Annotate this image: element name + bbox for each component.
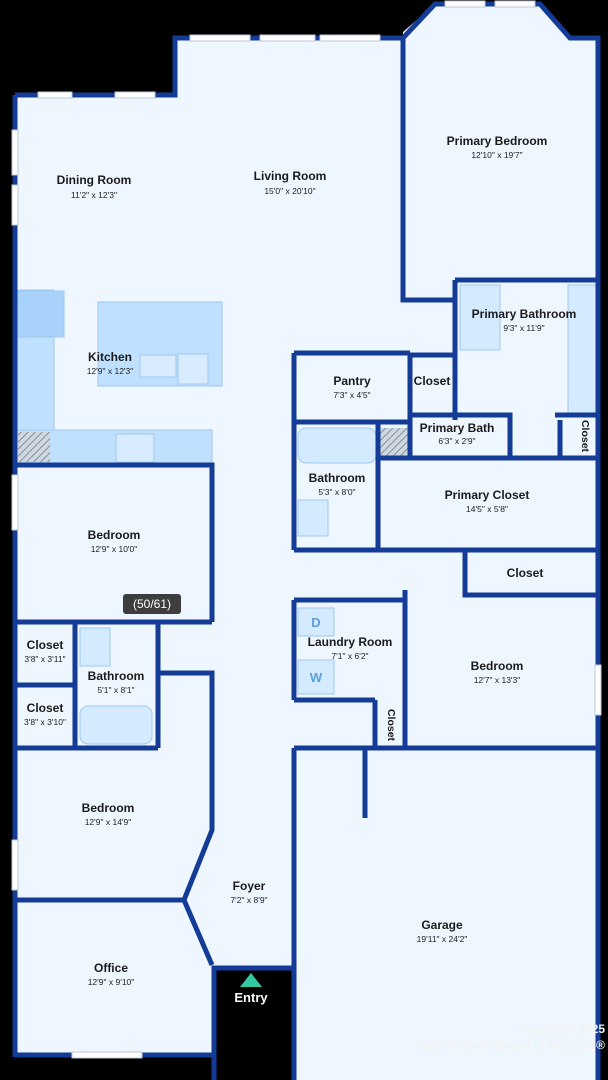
primary-bedroom-dims: 12'10" x 19'7"	[471, 150, 522, 160]
bathroom-hall-dims: 5'3" x 8'0"	[318, 487, 355, 497]
primary-vanity-icon	[567, 284, 597, 416]
dining-room-name: Dining Room	[57, 173, 132, 187]
bedroom-1-name: Bedroom	[88, 528, 141, 542]
washer-icon	[297, 659, 335, 695]
primary-closet-dims: 14'5" x 5'8"	[466, 504, 508, 514]
windows	[11, 0, 602, 1059]
bathtub-hall-icon	[297, 427, 377, 464]
closet-pantry-name: Closet	[414, 374, 451, 388]
copyright-line-1: Copyright 2025	[518, 1022, 605, 1036]
room-bedroom-1: Bedroom 12'9" x 10'0"	[88, 528, 141, 554]
room-pantry: Pantry 7'3" x 4'5"	[333, 374, 371, 400]
room-closet-2: Closet 3'8" x 3'10"	[24, 701, 66, 727]
primary-shower-icon	[459, 284, 501, 351]
living-room-name: Living Room	[254, 169, 327, 183]
vanity-small-icon	[79, 627, 111, 667]
room-bedroom-right: Bedroom 12'7" x 13'3"	[471, 659, 524, 685]
closet-1-dims: 3'8" x 3'11"	[24, 654, 65, 664]
primary-bath-name: Primary Bath	[420, 421, 495, 435]
closet-right-name: Closet	[507, 566, 544, 580]
room-dining: Dining Room 11'2" x 12'3"	[57, 173, 132, 200]
primary-bathroom-name: Primary Bathroom	[472, 307, 577, 321]
room-primary-bedroom: Primary Bedroom 12'10" x 19'7"	[447, 134, 548, 160]
room-garage: Garage 19'11" x 24'2"	[417, 918, 468, 944]
closet-1-name: Closet	[27, 638, 64, 652]
office-name: Office	[94, 961, 128, 975]
foyer-name: Foyer	[233, 879, 266, 893]
pantry-dims: 7'3" x 4'5"	[333, 390, 370, 400]
pantry-name: Pantry	[333, 374, 371, 388]
living-room-dims: 15'0" x 20'10"	[264, 186, 315, 196]
foyer-dims: 7'2" x 8'9"	[230, 895, 267, 905]
kitchen-name: Kitchen	[88, 350, 132, 364]
bedroom-2-dims: 12'9" x 14'9"	[85, 817, 132, 827]
room-bathroom-hall: Bathroom 5'3" x 8'0"	[309, 471, 366, 497]
closet-2-dims: 3'8" x 3'10"	[24, 717, 66, 727]
laundry-room-name: Laundry Room	[308, 635, 393, 649]
room-bedroom-2: Bedroom 12'9" x 14'9"	[82, 801, 135, 827]
room-primary-closet: Primary Closet 14'5" x 5'8"	[445, 488, 530, 514]
hatch-kitchen	[18, 432, 50, 462]
dishwasher-icon	[177, 353, 209, 385]
photo-counter-badge: (50/61)	[123, 594, 181, 614]
fridge	[15, 290, 65, 338]
room-primary-bath: Primary Bath 6'3" x 2'9"	[420, 421, 495, 446]
room-primary-bathroom: Primary Bathroom 9'3" x 11'9"	[472, 307, 577, 333]
room-living: Living Room 15'0" x 20'10"	[254, 169, 327, 196]
sink-icon	[139, 354, 177, 378]
primary-bathroom-dims: 9'3" x 11'9"	[503, 323, 544, 333]
kitchen-dims: 12'9" x 12'3"	[87, 366, 134, 376]
primary-closet-name: Primary Closet	[445, 488, 530, 502]
garage-dims: 19'11" x 24'2"	[417, 934, 468, 944]
garage-name: Garage	[421, 918, 463, 932]
room-kitchen: Kitchen 12'9" x 12'3"	[87, 350, 134, 376]
primary-bath-dims: 6'3" x 2'9"	[438, 436, 475, 446]
office-dims: 12'9" x 9'10"	[88, 977, 135, 987]
vanity-hall-icon	[297, 499, 329, 537]
bathroom-hall-name: Bathroom	[309, 471, 366, 485]
bedroom-1-dims: 12'9" x 10'0"	[91, 544, 138, 554]
stove-icon	[115, 433, 155, 463]
entry-label: Entry	[234, 990, 268, 1005]
bathtub-small-icon	[79, 705, 153, 745]
primary-bedroom-name: Primary Bedroom	[447, 134, 548, 148]
bathroom-small-dims: 5'1" x 8'1"	[97, 685, 134, 695]
hatch-bath	[380, 428, 408, 456]
copyright-notice: Copyright 2025 San Antonio Board of Real…	[422, 1021, 605, 1053]
laundry-room-dims: 7'1" x 6'2"	[331, 651, 368, 661]
floor-area	[15, 4, 598, 1080]
room-closet-1: Closet 3'8" x 3'11"	[24, 638, 65, 664]
walls	[12, 1, 601, 1080]
bottom-outside-left	[15, 1057, 214, 1080]
room-foyer: Foyer 7'2" x 8'9"	[230, 879, 267, 905]
bedroom-2-name: Bedroom	[82, 801, 135, 815]
room-bathroom-small: Bathroom 5'1" x 8'1"	[88, 669, 145, 695]
washer-label: W	[310, 670, 323, 685]
bathroom-small-name: Bathroom	[88, 669, 145, 683]
room-laundry: Laundry Room 7'1" x 6'2"	[308, 635, 393, 661]
entry-arrow-icon	[240, 973, 262, 987]
closet-primary-bath-name: Closet	[579, 420, 591, 453]
bedroom-right-dims: 12'7" x 13'3"	[474, 675, 521, 685]
room-office: Office 12'9" x 9'10"	[88, 961, 135, 987]
dryer-label: D	[311, 615, 320, 630]
closet-2-name: Closet	[27, 701, 64, 715]
bedroom-right-name: Bedroom	[471, 659, 524, 673]
dining-room-dims: 11'2" x 12'3"	[71, 190, 117, 200]
copyright-line-2: San Antonio Board of Realtors®	[421, 1038, 605, 1052]
dryer-icon	[297, 607, 335, 637]
closet-laundry-name: Closet	[385, 709, 397, 742]
